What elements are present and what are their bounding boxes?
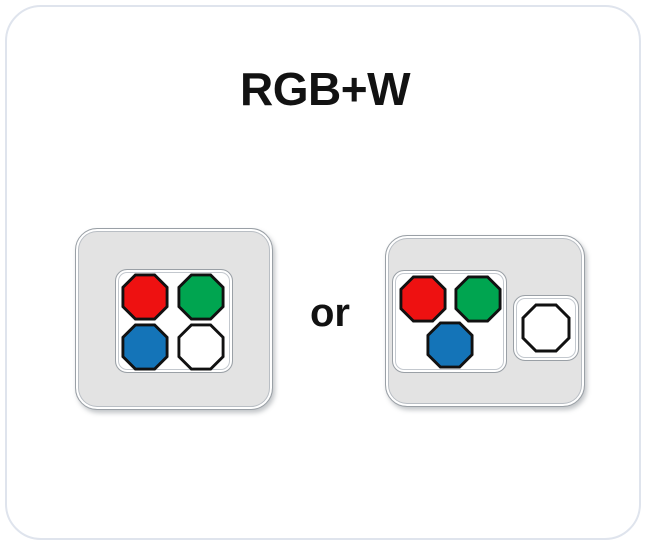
white-led-icon: [177, 323, 225, 371]
octagon-shape: [177, 273, 225, 321]
octagon-shape: [454, 275, 502, 323]
blue-led-icon: [121, 323, 169, 371]
octagon-shape: [399, 275, 447, 323]
octagon-shape: [426, 321, 474, 369]
white-led-icon: [521, 303, 571, 353]
red-led-icon: [121, 273, 169, 321]
green-led-icon: [454, 275, 502, 323]
or-connector-label: or: [310, 291, 350, 335]
diagram-card: RGB+W or: [5, 5, 641, 540]
octagon-shape: [177, 323, 225, 371]
blue-led-icon: [426, 321, 474, 369]
octagon-shape: [521, 303, 571, 353]
octagon-shape: [121, 323, 169, 371]
red-led-icon: [399, 275, 447, 323]
page-title: RGB+W: [240, 63, 411, 115]
green-led-icon: [177, 273, 225, 321]
octagon-shape: [121, 273, 169, 321]
